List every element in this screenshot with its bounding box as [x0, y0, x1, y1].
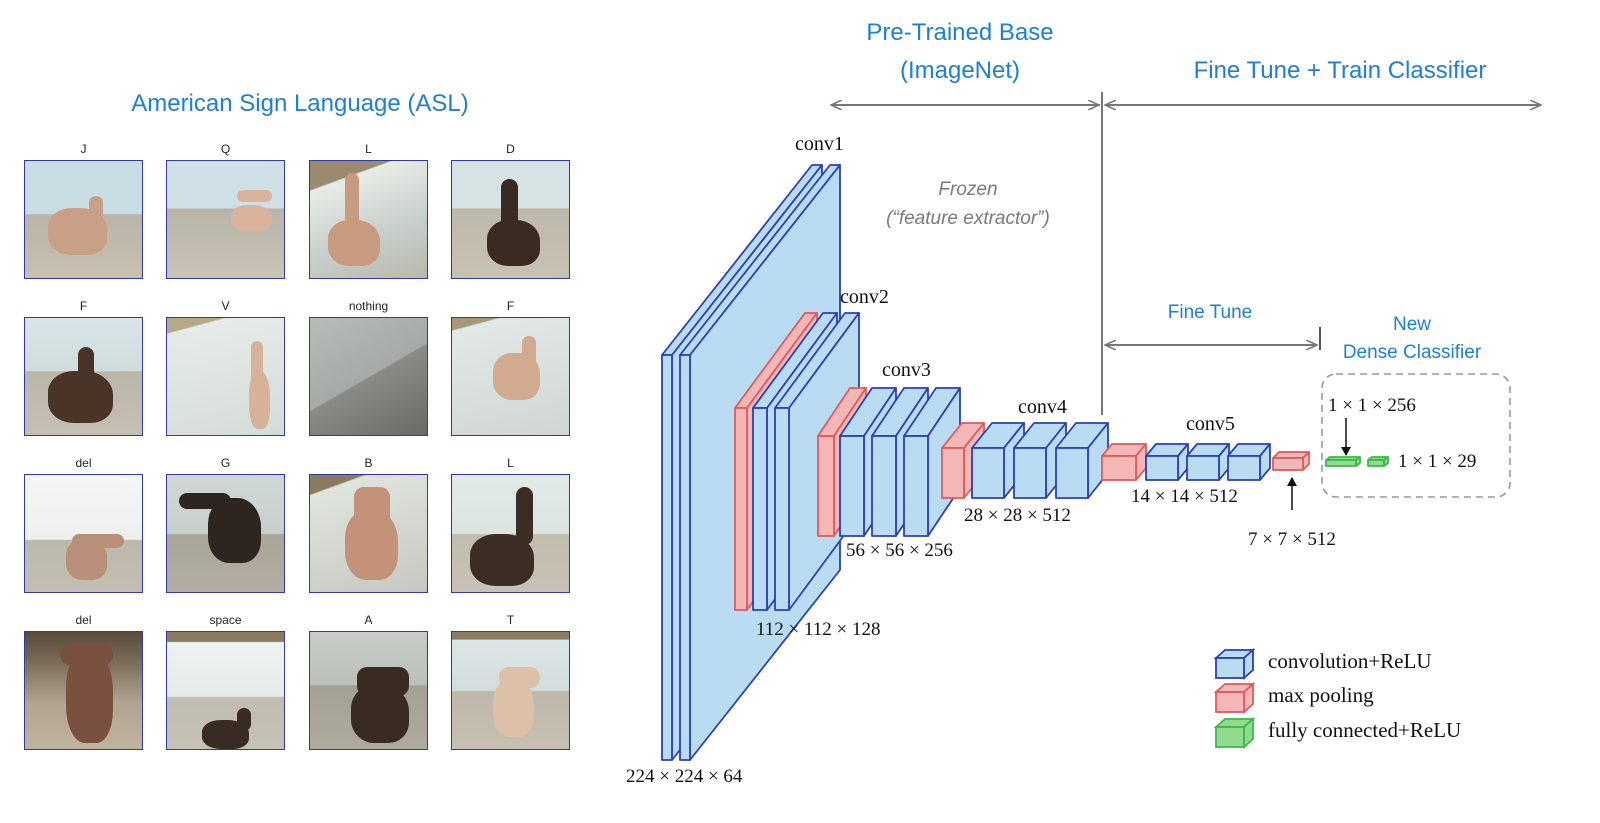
- asl-tile-image: [24, 317, 143, 436]
- asl-tile-label: L: [365, 142, 372, 156]
- pretrained-header-line1: Pre-Trained Base: [866, 19, 1053, 46]
- asl-tile-label: D: [506, 142, 515, 156]
- asl-tile-label: A: [364, 613, 373, 627]
- finger-shape: [89, 196, 104, 232]
- conv1-label: conv1: [795, 133, 844, 155]
- asl-tile-label: V: [221, 299, 230, 313]
- conv5-block-1: [1145, 443, 1189, 481]
- finger-shape: [345, 172, 360, 232]
- new-classifier-label-line2: Dense Classifier: [1343, 342, 1482, 363]
- legend: [1213, 647, 1256, 750]
- asl-tile-image: [309, 317, 428, 436]
- fc2-dim-label: 1 × 1 × 29: [1398, 451, 1476, 472]
- fine-tune-label: Fine Tune: [1168, 302, 1253, 323]
- asl-tile-label: space: [209, 613, 242, 627]
- asl-tile-image: [451, 631, 570, 750]
- conv2-label: conv2: [840, 286, 889, 308]
- asl-tile-label: J: [80, 142, 87, 156]
- finger-shape: [516, 486, 533, 546]
- dim-7-label: 7 × 7 × 512: [1248, 529, 1336, 550]
- pool4-block: [1101, 443, 1147, 481]
- legend-fc-label: fully connected+ReLU: [1268, 718, 1461, 742]
- asl-tile-label: del: [75, 613, 92, 627]
- finger-shape: [77, 347, 95, 383]
- conv5-block-2: [1186, 443, 1230, 481]
- asl-tile-image: [166, 317, 285, 436]
- hand-shape: [207, 498, 261, 563]
- finger-shape: [237, 708, 252, 732]
- conv4-label: conv4: [1018, 396, 1067, 418]
- legend-pool-label: max pooling: [1268, 683, 1374, 707]
- new-classifier-dashed-box: [1321, 373, 1511, 498]
- asl-tile-image: [451, 317, 570, 436]
- asl-tile-label: F: [506, 299, 515, 313]
- finger-shape: [501, 178, 518, 232]
- dim-112-label: 112 × 112 × 128: [756, 619, 881, 640]
- asl-tile-image: [166, 160, 285, 279]
- conv5-block-3: [1227, 443, 1271, 481]
- asl-tile-image: [451, 474, 570, 593]
- finger-shape: [354, 486, 390, 534]
- asl-tile-image: [24, 631, 143, 750]
- legend-conv-label: convolution+ReLU: [1268, 649, 1432, 673]
- asl-tile-label: L: [507, 456, 514, 470]
- legend-fc-swatch: [1213, 716, 1256, 750]
- legend-pool-swatch: [1213, 681, 1256, 715]
- hand-shape: [231, 205, 273, 232]
- asl-tile-label: nothing: [348, 299, 389, 313]
- fc2-block: [1367, 456, 1389, 467]
- dim-28-label: 28 × 28 × 512: [964, 505, 1071, 526]
- hand-shape: [248, 370, 270, 430]
- legend-conv-swatch: [1213, 647, 1256, 681]
- asl-title: American Sign Language (ASL): [131, 90, 469, 117]
- frozen-label-line2: (“feature extractor”): [886, 208, 1050, 229]
- finger-shape: [498, 667, 540, 689]
- hand-shape: [492, 678, 534, 738]
- dim-224-label: 224 × 224 × 64: [626, 766, 743, 787]
- asl-tile-image: [309, 631, 428, 750]
- asl-tile-image: [24, 474, 143, 593]
- asl-tile-image: [166, 631, 285, 750]
- asl-tile-label: F: [79, 299, 88, 313]
- asl-tile-label: G: [220, 456, 231, 470]
- asl-tile-label: B: [364, 456, 373, 470]
- finetune-train-header: Fine Tune + Train Classifier: [1194, 57, 1487, 84]
- pool5-block: [1272, 451, 1310, 471]
- dim-14-label: 14 × 14 × 512: [1131, 486, 1238, 507]
- new-classifier-label-line1: New: [1393, 314, 1431, 335]
- hand-shape: [65, 649, 113, 744]
- asl-tile-image: [451, 160, 570, 279]
- dim-56-label: 56 × 56 × 256: [846, 540, 953, 561]
- fc1-dim-label: 1 × 1 × 256: [1328, 395, 1416, 416]
- conv3-label: conv3: [882, 359, 931, 381]
- frozen-label-line1: Frozen: [938, 179, 997, 200]
- asl-tile-label: Q: [220, 142, 231, 156]
- conv5-label: conv5: [1186, 413, 1235, 435]
- layer-blocks: [661, 164, 1389, 761]
- finger-shape: [251, 341, 263, 383]
- finger-shape: [60, 643, 113, 665]
- asl-tile-label: del: [75, 456, 92, 470]
- asl-tile-image: [309, 160, 428, 279]
- fc1-block: [1325, 456, 1361, 467]
- asl-tile-image: [309, 474, 428, 593]
- finger-shape: [178, 492, 232, 509]
- pretrained-header-line2: (ImageNet): [900, 57, 1020, 84]
- asl-tile-label: T: [506, 613, 515, 627]
- finger-shape: [522, 335, 537, 371]
- finger-shape: [237, 190, 273, 202]
- finger-shape: [71, 533, 125, 548]
- asl-tile-image: [24, 160, 143, 279]
- asl-tile-image: [166, 474, 285, 593]
- finger-shape: [356, 667, 410, 697]
